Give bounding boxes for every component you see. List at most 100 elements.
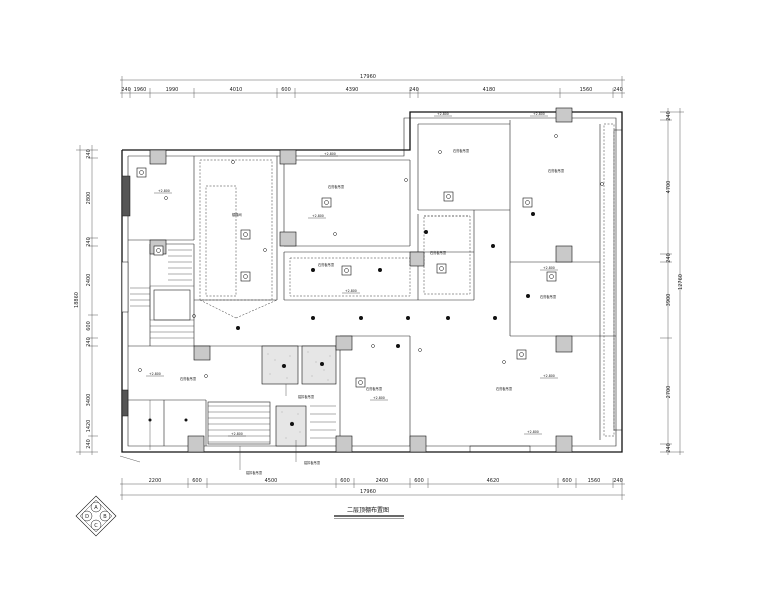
- column: [409, 435, 427, 453]
- downlight-icon: [290, 422, 294, 426]
- left-dim-3: 240: [86, 237, 92, 247]
- column: [193, 345, 211, 361]
- room-labels: 石膏板吊顶 石膏板吊顶 石膏板吊顶 石膏板吊顶 石膏板吊顶 石膏板吊顶 石膏板吊…: [180, 148, 565, 475]
- downlight-icon: [320, 362, 324, 366]
- stair-label: 楼梯间: [232, 212, 242, 217]
- right-dim-6: 240: [666, 443, 672, 453]
- bottom-dim-5: 2400: [376, 478, 389, 484]
- column: [335, 435, 353, 453]
- left-dim-5: 600: [86, 321, 92, 331]
- svg-text:+2.800: +2.800: [345, 289, 357, 293]
- small-light-icon: [371, 344, 375, 348]
- column: [409, 251, 425, 267]
- downlight-icon: [491, 244, 495, 248]
- room-label: 石膏板吊顶: [318, 262, 335, 267]
- svg-text:+2.800: +2.800: [437, 112, 449, 116]
- bottom-dim-3: 4500: [265, 478, 278, 484]
- toilet-ceiling-panels: [261, 345, 337, 447]
- right-dim-2: 4700: [666, 181, 672, 194]
- level-marker: +2.800: [308, 214, 326, 219]
- square-light-icon: [355, 377, 366, 388]
- room-label: 石膏板吊顶: [366, 386, 383, 391]
- small-light-icon: [231, 160, 235, 164]
- small-light-icon: [438, 150, 442, 154]
- svg-text:+2.800: +2.800: [533, 112, 545, 116]
- level-marker: +2.800: [146, 372, 164, 377]
- small-light-icon: [418, 348, 422, 352]
- level-marker: +2.800: [320, 152, 338, 157]
- left-dim-8: 1420: [86, 420, 92, 433]
- small-light-icon: [192, 314, 196, 318]
- bottom-dimension-chain: 2200 600 4500 600 2400 600 4620 600 1560…: [120, 478, 625, 500]
- level-marker: +2.800: [154, 189, 172, 194]
- top-dim-1: 240: [121, 87, 131, 93]
- svg-text:+2.800: +2.800: [324, 152, 336, 156]
- svg-text:+2.800: +2.800: [373, 396, 385, 400]
- downlight-icon: [424, 230, 428, 234]
- room-label: 石膏板吊顶: [548, 168, 565, 173]
- level-marker: +2.800: [524, 430, 542, 435]
- downlight-icon: [526, 294, 530, 298]
- downlight-icon: [359, 316, 363, 320]
- left-dim-7: 3400: [86, 394, 92, 407]
- downlight-icon: [184, 418, 188, 422]
- interior-walls: [128, 120, 616, 446]
- axis-letter: B: [103, 514, 107, 520]
- bottom-dim-6: 600: [414, 478, 424, 484]
- top-dim-4: 4010: [230, 87, 243, 93]
- top-dim-8: 4180: [483, 87, 496, 93]
- square-light-icon: [240, 229, 251, 240]
- top-dim-3: 1990: [166, 87, 179, 93]
- left-dim-9: 240: [86, 439, 92, 449]
- downlight-icon: [493, 316, 497, 320]
- room-label: 石膏板吊顶: [328, 184, 345, 189]
- room-label: 石膏板吊顶: [430, 250, 447, 255]
- bottom-dim-10: 240: [613, 478, 623, 484]
- square-light-icon: [546, 271, 557, 282]
- level-marker: +2.800: [434, 112, 452, 117]
- left-dimension-chain: 18860 240 2800 240 2400 600 240 3400 142…: [74, 145, 98, 455]
- column: [555, 335, 573, 353]
- svg-text:+2.800: +2.800: [158, 189, 170, 193]
- corridor-label: 石膏板吊顶: [180, 376, 197, 381]
- top-dim-2: 1960: [134, 87, 147, 93]
- downlight-icon: [396, 344, 400, 348]
- square-light-icon: [321, 197, 332, 208]
- bottom-dim-1: 2200: [149, 478, 162, 484]
- bottom-dim-7: 4620: [487, 478, 500, 484]
- svg-text:+2.800: +2.800: [527, 430, 539, 434]
- column: [279, 231, 297, 247]
- downlight-icon: [531, 212, 535, 216]
- bottom-dim-2: 600: [192, 478, 202, 484]
- small-light-icon: [333, 232, 337, 236]
- top-dimension-chain: 17960 240 1960 1990 4010 600 4390 240 41…: [120, 74, 625, 98]
- small-light-icon: [554, 134, 558, 138]
- bottom-dim-9: 1560: [588, 478, 601, 484]
- top-dim-10: 240: [613, 87, 623, 93]
- top-dim-6: 4390: [346, 87, 359, 93]
- left-dim-6: 240: [86, 337, 92, 347]
- downlights: [148, 212, 535, 426]
- level-marker: +2.800: [342, 289, 360, 294]
- top-dim-7: 240: [409, 87, 419, 93]
- ceiling-dashed-lines: [199, 123, 615, 437]
- svg-text:+2.800: +2.800: [231, 432, 243, 436]
- downlight-icon: [236, 326, 240, 330]
- structural-columns: [149, 107, 573, 453]
- level-marker: +2.800: [540, 266, 558, 271]
- level-marker: +2.800: [540, 374, 558, 379]
- bottom-dim-8: 600: [562, 478, 572, 484]
- small-light-icon: [164, 196, 168, 200]
- svg-text:+2.800: +2.800: [312, 214, 324, 218]
- small-lights: [138, 134, 604, 378]
- small-light-icon: [138, 368, 142, 372]
- right-dim-5: 2700: [666, 386, 672, 399]
- column: [279, 149, 297, 165]
- column: [555, 245, 573, 263]
- right-total-dim: 12760: [678, 274, 684, 290]
- small-light-icon: [204, 374, 208, 378]
- small-light-icon: [263, 248, 267, 252]
- downlight-icon: [311, 268, 315, 272]
- downlight-icon: [282, 364, 286, 368]
- room-label: 石膏板吊顶: [453, 148, 470, 153]
